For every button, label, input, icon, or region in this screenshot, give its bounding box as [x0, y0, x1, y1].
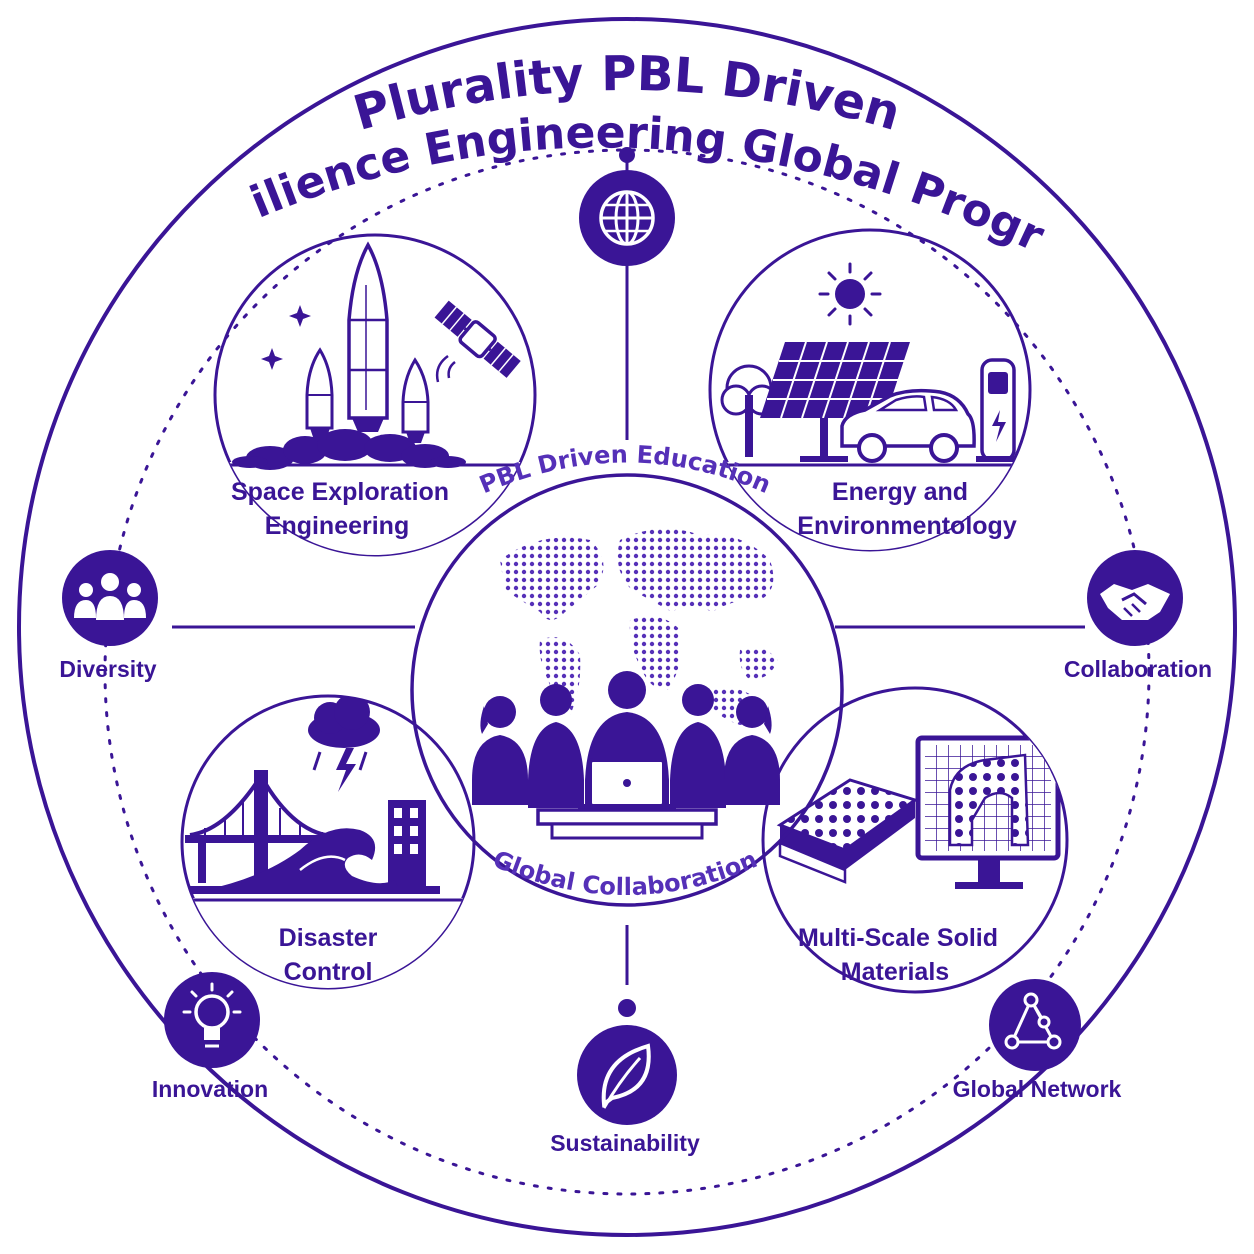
space-label-line-1: Space Exploration	[231, 478, 449, 506]
leaf-icon	[577, 1025, 677, 1125]
node-label-collaboration: Collaboration	[1064, 656, 1212, 682]
materials-panel	[761, 686, 1069, 994]
node-label-innovation: Innovation	[152, 1076, 268, 1102]
center-top-label: PBL Driven Education	[475, 440, 774, 499]
energy-label-line-1: Energy and	[832, 478, 968, 506]
node-label-sustainability: Sustainability	[550, 1130, 700, 1156]
material-sample-icon	[776, 778, 919, 884]
charging-station-icon	[976, 358, 1020, 462]
materials-label-line-1: Multi-Scale Solid	[798, 924, 998, 952]
node-label-global-network: Global Network	[953, 1076, 1122, 1102]
space-label-line-2: Engineering	[265, 512, 409, 540]
wave-icon	[190, 828, 440, 894]
rocket-icon	[305, 241, 430, 443]
building-icon	[388, 800, 426, 892]
disaster-label-line-2: Control	[284, 958, 373, 986]
energy-label-line-2: Environmentology	[797, 512, 1017, 540]
car-icon	[840, 388, 976, 463]
storm-cloud-icon	[308, 696, 380, 792]
globe-icon	[579, 170, 675, 266]
satellite-icon	[434, 300, 521, 378]
solar-panel-icon	[760, 341, 910, 462]
node-label-diversity: Diversity	[59, 656, 156, 682]
materials-label-line-2: Materials	[841, 958, 949, 986]
network-icon	[989, 979, 1081, 1071]
world-map	[500, 528, 778, 725]
dotted-ring	[103, 148, 1151, 1196]
laptop-icon	[578, 758, 676, 810]
disaster-control-panel	[180, 694, 476, 990]
center-bottom-label: Global Collaboration	[489, 845, 761, 901]
outer-ring	[17, 17, 1237, 1237]
people-icon	[62, 550, 158, 646]
table-icon	[536, 808, 718, 840]
center-panel	[410, 473, 844, 907]
sun-icon	[818, 262, 882, 326]
lightbulb-icon	[164, 972, 260, 1068]
monitor-icon	[915, 735, 1061, 889]
bridge-icon	[185, 770, 360, 883]
handshake-icon	[1087, 550, 1183, 646]
disaster-label-line-1: Disaster	[279, 924, 378, 952]
space-exploration-panel	[213, 233, 537, 557]
